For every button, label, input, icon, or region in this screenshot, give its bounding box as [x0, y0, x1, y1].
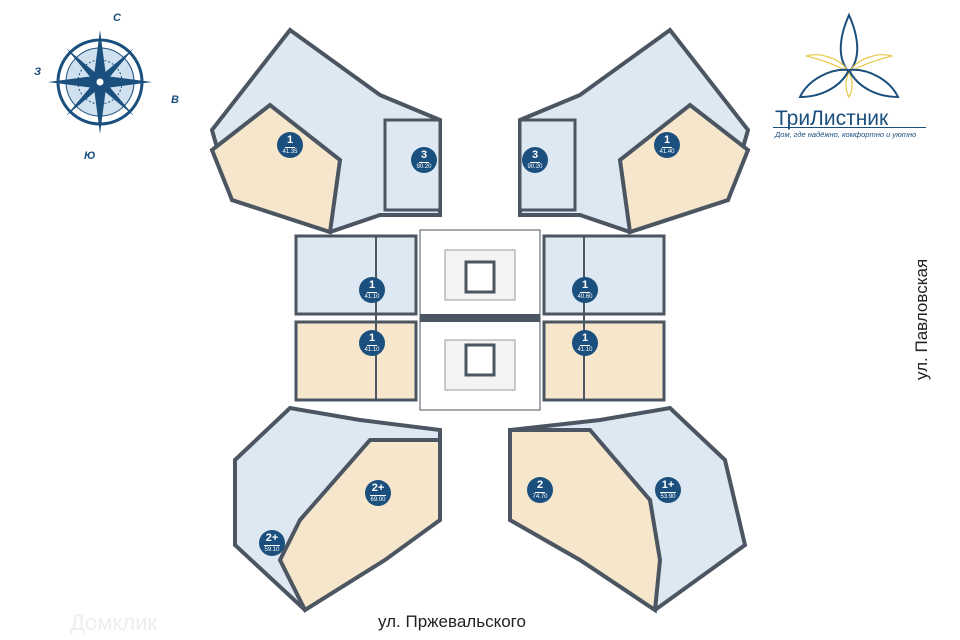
central-units — [294, 234, 666, 402]
wing-northeast — [518, 27, 751, 235]
street-label-east: ул. Павловская — [912, 258, 931, 380]
apartment-badge[interactable]: 1+53.90 — [655, 477, 681, 503]
apartment-area: 90.20 — [527, 164, 543, 170]
apartment-badge[interactable]: 2+59.10 — [259, 530, 285, 556]
apartment-rooms: 1 — [284, 134, 296, 148]
apartment-rooms: 2+ — [369, 482, 387, 496]
wing-southwest — [233, 405, 442, 613]
apartment-rooms: 3 — [529, 149, 541, 163]
apartment-area: 41.10 — [577, 347, 593, 353]
apartment-area: 69.00 — [370, 497, 386, 503]
logo-title: ТриЛистник — [775, 107, 889, 130]
apartment-rooms: 1 — [579, 332, 591, 346]
apartment-area: 90.20 — [416, 164, 432, 170]
apartment-area: 53.90 — [660, 494, 676, 500]
compass-south-label: Ю — [84, 150, 96, 162]
apartment-area: 41.35 — [282, 149, 298, 155]
apartment-rooms: 2 — [534, 479, 546, 493]
compass-west-label: З — [34, 66, 42, 78]
apartment-rooms: 3 — [418, 149, 430, 163]
apartment-area: 41.40 — [659, 149, 675, 155]
apartment-rooms: 1 — [579, 279, 591, 293]
trilistnik-logo-icon — [798, 12, 900, 99]
wing-southeast — [508, 405, 748, 614]
apartment-area: 41.10 — [364, 347, 380, 353]
compass-north-label: С — [113, 12, 121, 24]
wing-northwest — [209, 27, 442, 235]
apartment-area: 41.10 — [364, 294, 380, 300]
watermark: Домклик — [70, 610, 158, 635]
logo-tagline: Дом, где надёжно, комфортно и уютно — [775, 130, 917, 139]
apartment-rooms: 1 — [661, 134, 673, 148]
compass-rose-icon — [48, 30, 152, 134]
apartment-rooms: 1 — [366, 332, 378, 346]
apartment-rooms: 1 — [366, 279, 378, 293]
building-core — [419, 229, 541, 411]
apartment-rooms: 2+ — [263, 532, 281, 546]
apartment-rooms: 1+ — [659, 479, 677, 493]
apartment-area: 59.10 — [264, 547, 280, 553]
logo-divider — [773, 127, 926, 128]
compass-east-label: В — [171, 94, 179, 106]
apartment-badge[interactable]: 2+69.00 — [365, 480, 391, 506]
street-label-south: ул. Пржевальского — [378, 612, 526, 631]
apartment-area: 40.60 — [577, 294, 593, 300]
apartment-area: 74.70 — [532, 494, 548, 500]
